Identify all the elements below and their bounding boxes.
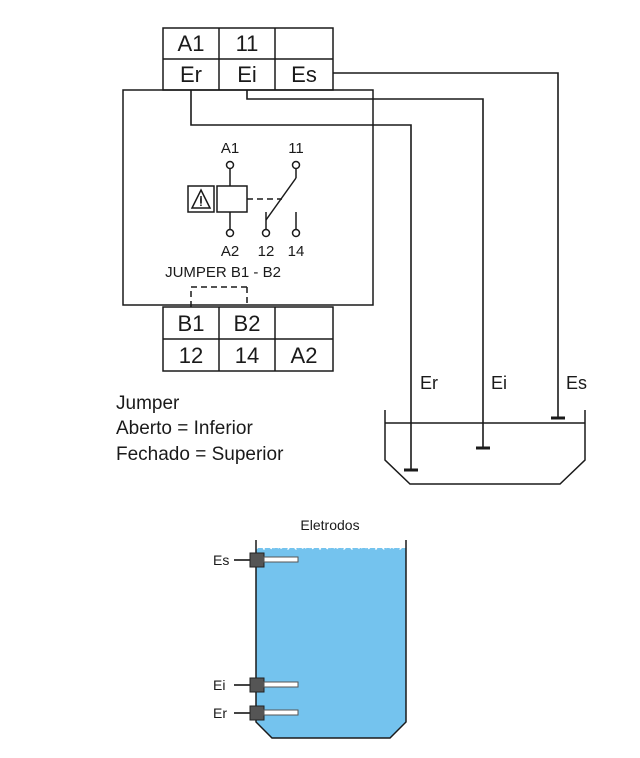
- terminal-14: 14: [235, 343, 259, 368]
- terminal-b1: B1: [178, 311, 205, 336]
- legend-jumper: Jumper: [116, 393, 180, 414]
- electrode-er-probe: [234, 705, 299, 721]
- relay-label-11: 11: [288, 140, 304, 157]
- terminal-es: Es: [291, 62, 317, 87]
- electrode-es-probe: [234, 552, 299, 568]
- terminal-a2: A2: [291, 343, 318, 368]
- reservoir-outline: [384, 410, 586, 485]
- wire-er: [190, 90, 412, 470]
- legend-fechado: Fechado = Superior: [116, 444, 284, 465]
- jumper-dashed-link: [190, 286, 248, 307]
- terminal-er: Er: [180, 62, 202, 87]
- tank-title: Eletrodos: [300, 517, 359, 533]
- terminal-b2: B2: [234, 311, 261, 336]
- electrode-label-ei: Ei: [213, 677, 225, 693]
- bottom-terminal-block: [162, 306, 334, 372]
- warning-icon: !: [199, 197, 203, 209]
- wire-label-es: Es: [566, 373, 587, 393]
- relay-schematic: [187, 160, 301, 238]
- relay-body: [122, 89, 374, 306]
- electrode-label-er: Er: [213, 705, 227, 721]
- electrode-wires: [190, 72, 559, 470]
- electrode-ei-probe: [234, 677, 299, 693]
- wire-ei: [246, 90, 484, 448]
- wire-label-ei: Ei: [491, 373, 507, 393]
- relay-label-a2: A2: [221, 243, 239, 260]
- electrode-label-es: Es: [213, 552, 229, 568]
- relay-label-a1: A1: [221, 140, 239, 157]
- jumper-label: JUMPER B1 - B2: [165, 264, 281, 281]
- wire-es: [333, 72, 559, 418]
- terminal-11: 11: [236, 31, 259, 56]
- relay-label-14: 14: [288, 243, 305, 260]
- relay-label-12: 12: [258, 243, 275, 260]
- water-surface: [255, 546, 407, 551]
- terminal-a1: A1: [178, 31, 205, 56]
- legend-aberto: Aberto = Inferior: [116, 418, 253, 439]
- terminal-ei: Ei: [237, 62, 257, 87]
- wire-label-er: Er: [420, 373, 438, 393]
- tank-water: [256, 548, 406, 738]
- electrode-tips: [404, 416, 565, 472]
- terminal-12: 12: [179, 343, 203, 368]
